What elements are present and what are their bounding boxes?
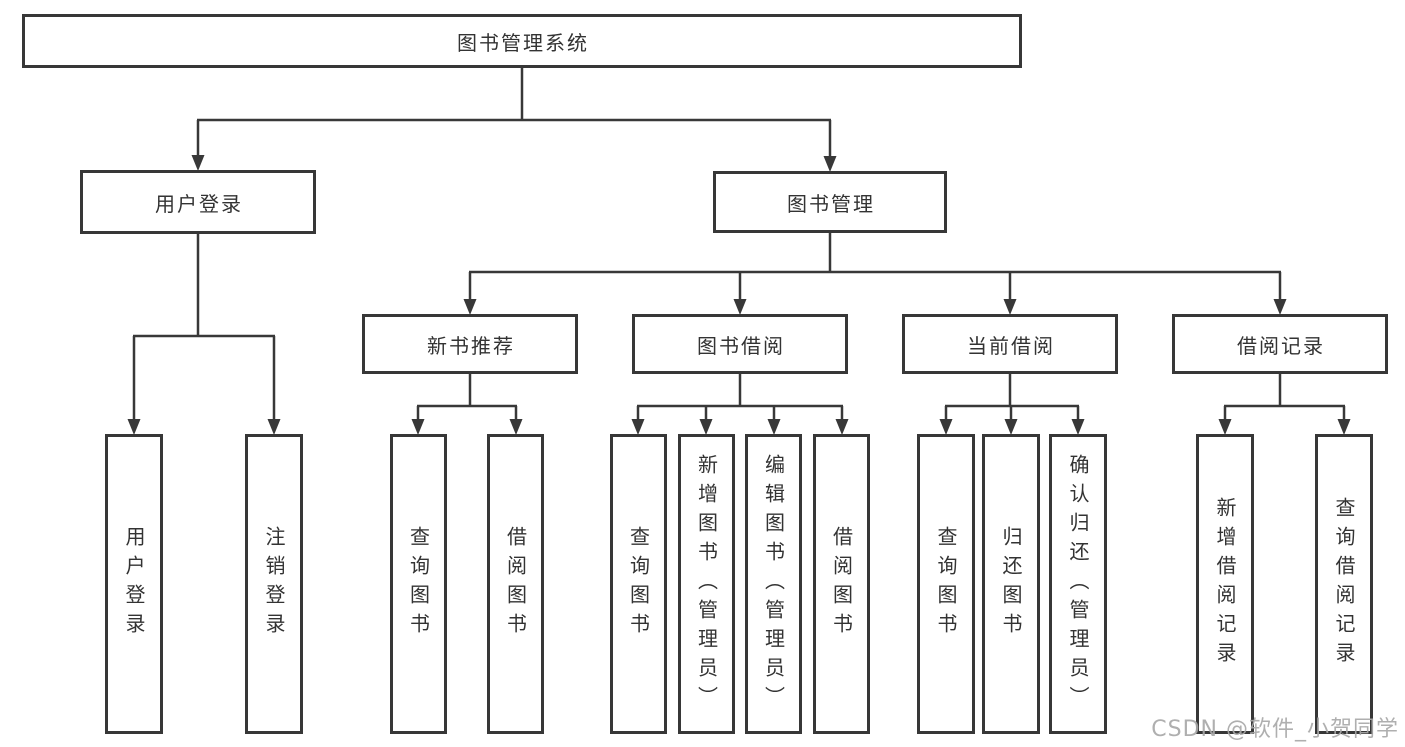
leaf-query-books-3: 查询图书 xyxy=(917,434,975,734)
watermark-csdn: CSDN @软件_小贺同学 xyxy=(1151,717,1399,742)
connector-root-to-level2 xyxy=(191,68,837,172)
connector-book-mgmt-to-level3 xyxy=(463,232,1287,315)
node-book-management: 图书管理 xyxy=(713,171,947,233)
leaf-add-books-admin: 新增图书（管理员） xyxy=(678,434,735,734)
node-book-borrowing: 图书借阅 xyxy=(632,314,848,374)
node-library-management-system: 图书管理系统 xyxy=(22,14,1022,68)
connector-user-login-to-leaves xyxy=(127,233,281,435)
leaf-borrow-books-1: 借阅图书 xyxy=(487,434,544,734)
node-current-borrowing: 当前借阅 xyxy=(902,314,1118,374)
leaf-query-books-2: 查询图书 xyxy=(610,434,667,734)
leaf-edit-books-admin: 编辑图书（管理员） xyxy=(745,434,802,734)
leaf-logout-login: 注销登录 xyxy=(245,434,303,734)
connector-new-book-rec-to-leaves xyxy=(411,374,523,435)
connector-book-borrow-to-leaves xyxy=(631,374,849,435)
connector-borrow-record-to-leaves xyxy=(1218,374,1351,435)
leaf-return-books: 归还图书 xyxy=(982,434,1040,734)
node-user-login: 用户登录 xyxy=(80,170,316,234)
leaf-user-login: 用户登录 xyxy=(105,434,163,734)
leaf-query-borrow-record: 查询借阅记录 xyxy=(1315,434,1373,734)
leaf-query-books-1: 查询图书 xyxy=(390,434,447,734)
leaf-add-borrow-record: 新增借阅记录 xyxy=(1196,434,1254,734)
connector-current-borrow-to-leaves xyxy=(939,374,1085,435)
node-borrowing-records: 借阅记录 xyxy=(1172,314,1388,374)
leaf-borrow-books-2: 借阅图书 xyxy=(813,434,870,734)
leaf-confirm-return-admin: 确认归还（管理员） xyxy=(1049,434,1107,734)
node-new-book-recommendation: 新书推荐 xyxy=(362,314,578,374)
